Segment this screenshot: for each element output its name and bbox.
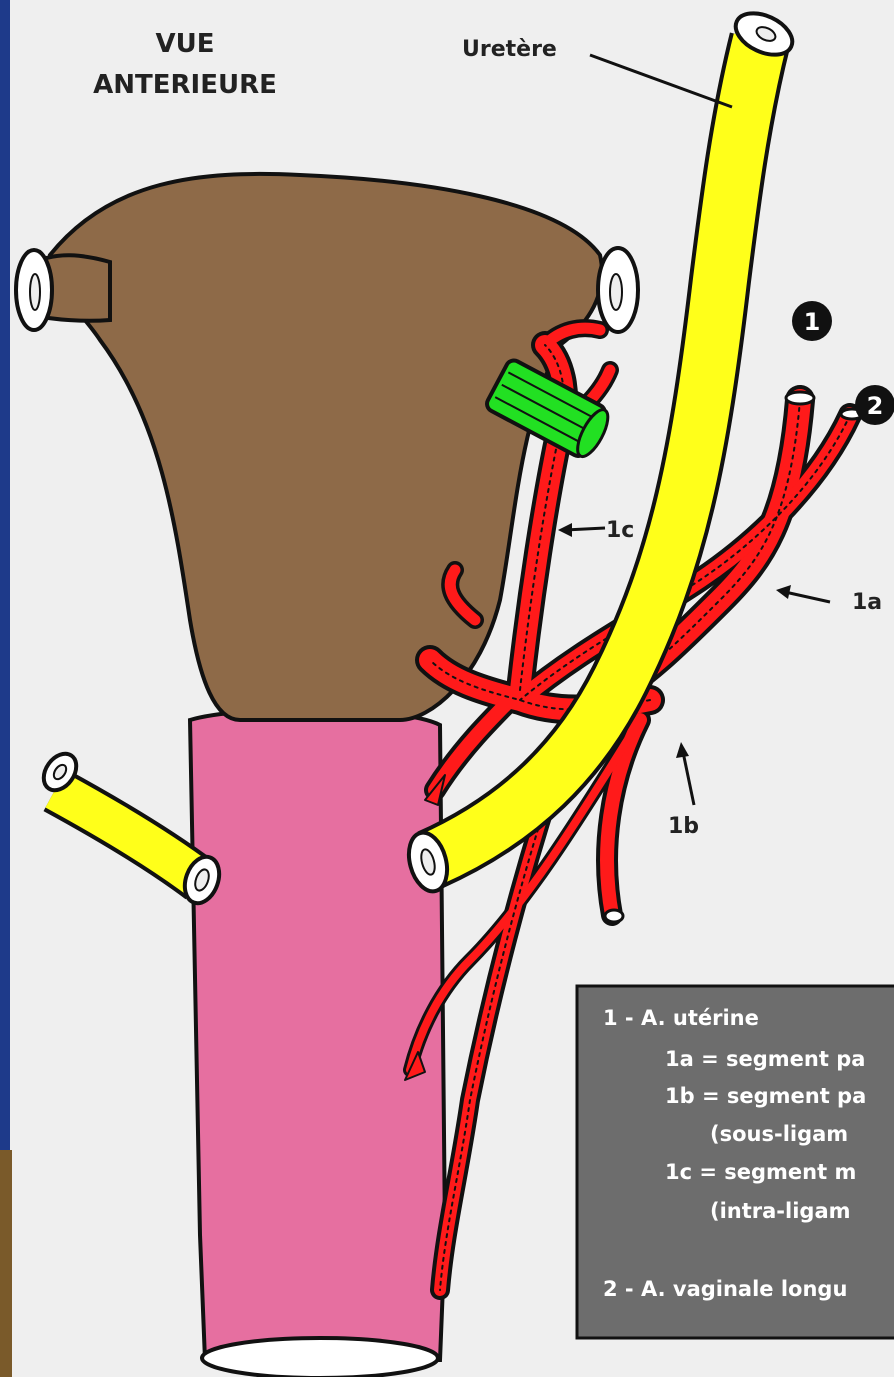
svg-text:1c: 1c [606,518,634,543]
svg-text:1a: 1a [852,590,882,615]
badge-2: 2 [855,385,894,425]
badge-1: 1 [792,301,832,341]
legend-box: 1 - A. utérine 1a = segment pa 1b = segm… [577,986,894,1338]
legend-line-2: 1a = segment pa [665,1047,865,1071]
view-title-line1: VUE [156,29,215,59]
legend-line-3: 1b = segment pa [665,1084,866,1108]
svg-text:1b: 1b [668,814,699,839]
legend-line-5: 1c = segment m [665,1160,856,1184]
svg-text:1: 1 [804,308,821,336]
side-band-accent [0,1150,12,1377]
svg-text:2: 2 [867,392,884,420]
legend-line-4: (sous-ligam [710,1122,848,1146]
legend-line-6: (intra-ligam [710,1199,851,1223]
ureter-label: Uretère [462,37,557,62]
legend-line-7: 2 - A. vaginale longu [603,1277,847,1301]
view-title-line2: ANTERIEURE [93,70,277,100]
vagina [190,709,445,1377]
legend-line-1: 1 - A. utérine [603,1006,759,1030]
